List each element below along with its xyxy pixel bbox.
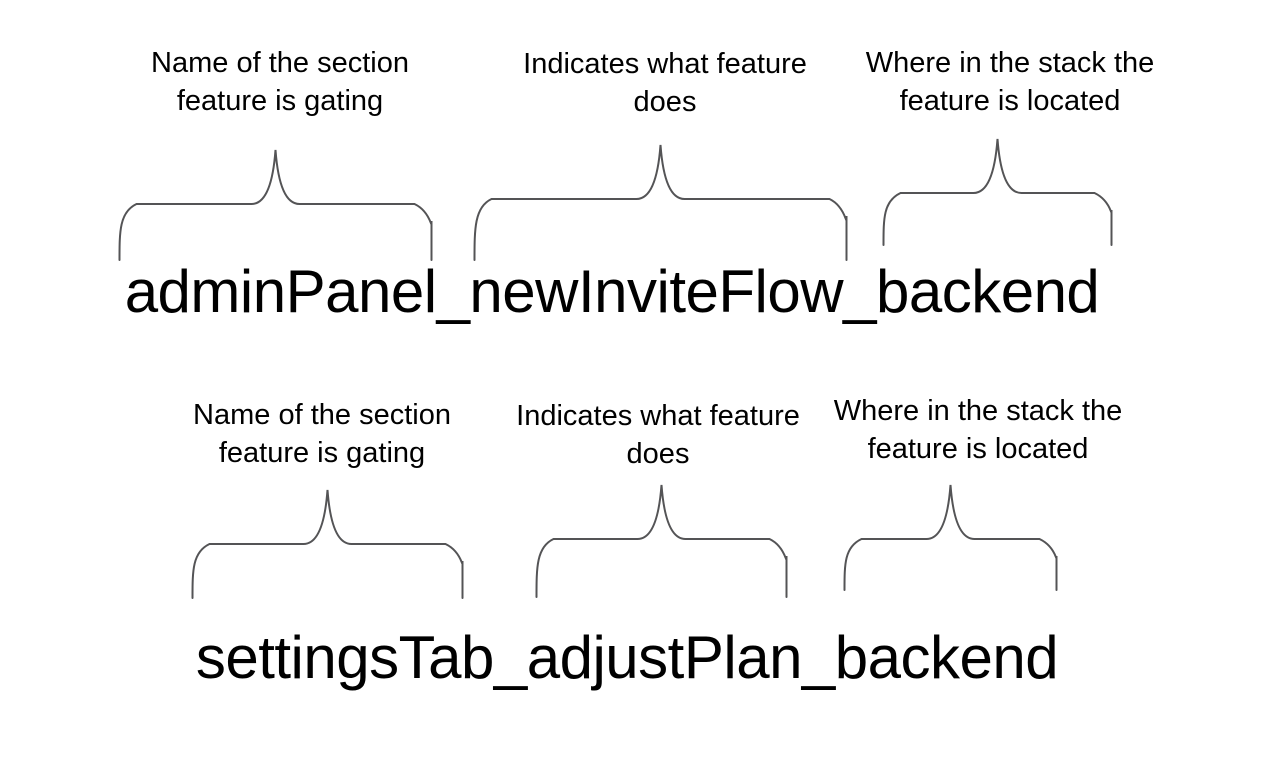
label-line: does: [626, 438, 690, 470]
brace-stack-location-2: [843, 484, 1058, 591]
brace-feature-purpose-2: [535, 484, 788, 598]
label-section-name-1: Name of the section feature is gating: [151, 44, 409, 120]
label-line: Where in the stack the: [865, 47, 1155, 79]
brace-stack-location-1: [882, 138, 1113, 246]
flag-name-text-2: settingsTab_adjustPlan_backend: [195, 624, 1059, 691]
brace-feature-purpose-1: [473, 144, 848, 261]
label-line: feature is gating: [176, 85, 384, 117]
label-line: Where in the stack the: [833, 395, 1123, 427]
label-line: Name of the section: [151, 47, 409, 79]
label-stack-location-1: Where in the stack the feature is locate…: [866, 44, 1155, 120]
label-line: feature is located: [867, 433, 1089, 465]
label-line: feature is gating: [218, 437, 426, 469]
label-feature-purpose-1: Indicates what feature does: [523, 45, 807, 121]
label-stack-location-2: Where in the stack the feature is locate…: [834, 392, 1123, 468]
label-line: Indicates what feature: [523, 48, 807, 80]
label-line: does: [633, 86, 697, 118]
brace-section-name-1: [118, 149, 433, 261]
brace-section-name-2: [191, 489, 464, 599]
label-line: feature is located: [899, 85, 1121, 117]
label-feature-purpose-2: Indicates what feature does: [516, 397, 800, 473]
label-line: Name of the section: [193, 399, 451, 431]
label-line: Indicates what feature: [516, 400, 800, 432]
flag-name-text-1: adminPanel_newInviteFlow_backend: [124, 258, 1100, 325]
label-section-name-2: Name of the section feature is gating: [193, 396, 451, 472]
